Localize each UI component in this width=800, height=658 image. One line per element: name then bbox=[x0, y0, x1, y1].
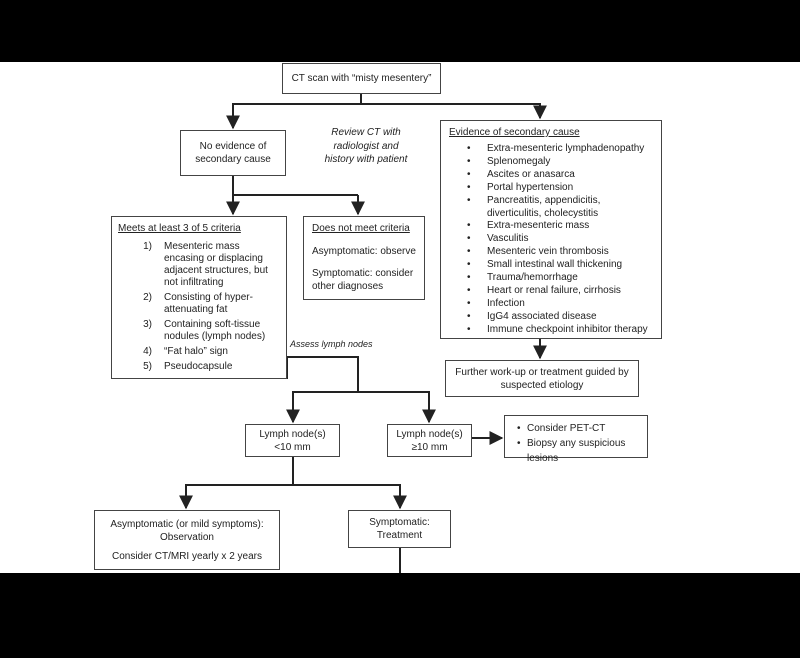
list-item: Portal hypertension bbox=[467, 182, 655, 195]
criteria-box: Meets at least 3 of 5 criteria 1)Mesente… bbox=[111, 216, 287, 379]
not-meet-title: Does not meet criteria bbox=[312, 223, 410, 234]
connector-noevidence-split bbox=[232, 176, 358, 196]
connector-lines bbox=[179, 94, 547, 573]
further-workup-box: Further work-up or treatment guided by s… bbox=[445, 360, 639, 397]
list-item: Splenomegaly bbox=[467, 156, 655, 169]
pet-ct-list: Consider PET-CT Biopsy any suspicious le… bbox=[511, 421, 641, 466]
further-workup-label: Further work-up or treatment guided by s… bbox=[455, 366, 629, 391]
connector-ct-split bbox=[232, 94, 362, 128]
not-meet-symptomatic: Symptomatic: consider other diagnoses bbox=[312, 268, 414, 292]
list-item: Ascites or anasarca bbox=[467, 169, 655, 182]
list-item: 2)Consisting of hyper-attenuating fat bbox=[143, 292, 253, 315]
evidence-title: Evidence of secondary cause bbox=[449, 127, 580, 138]
list-item: Small intestinal wall thickening bbox=[467, 259, 655, 272]
asymptomatic-box: Asymptomatic (or mild symptoms): Observa… bbox=[94, 510, 280, 570]
list-item: Biopsy any suspicious lesions bbox=[517, 436, 641, 466]
flowchart-canvas: CT scan with “misty mesentery” No eviden… bbox=[0, 62, 800, 573]
list-item: 5)Pseudocapsule bbox=[143, 361, 233, 372]
list-item: 4)“Fat halo” sign bbox=[143, 346, 228, 357]
list-item: Mesenteric vein thrombosis bbox=[467, 246, 655, 259]
list-item: Pancreatitis, appendicitis, diverticulit… bbox=[467, 195, 655, 221]
connector-small-split bbox=[179, 457, 294, 510]
criteria-list: 1)Mesenteric mass encasing or displacing… bbox=[118, 241, 280, 373]
no-evidence-box: No evidence of secondary cause bbox=[180, 130, 286, 176]
list-item: 1)Mesenteric mass encasing or displacing… bbox=[143, 241, 268, 288]
list-item: Extra-mesenteric lymphadenopathy bbox=[467, 143, 655, 156]
connector-criteria-assess bbox=[286, 356, 359, 424]
evidence-list: Extra-mesenteric lymphadenopathy Splenom… bbox=[449, 143, 655, 337]
list-item: Trauma/hemorrhage bbox=[467, 272, 655, 285]
connector-ct-evidence bbox=[361, 103, 547, 120]
ct-scan-box: CT scan with “misty mesentery” bbox=[282, 63, 441, 94]
pet-ct-box: Consider PET-CT Biopsy any suspicious le… bbox=[504, 415, 648, 464]
assess-lymph-nodes-note: Assess lymph nodes bbox=[290, 339, 373, 349]
connector-small-symptomatic bbox=[293, 484, 407, 510]
list-item: Immune checkpoint inhibitor therapy bbox=[467, 324, 655, 337]
criteria-title: Meets at least 3 of 5 criteria bbox=[118, 223, 241, 234]
lymph-node-small-box: Lymph node(s) <10 mm bbox=[245, 424, 340, 457]
ct-scan-label: CT scan with “misty mesentery” bbox=[291, 73, 432, 84]
not-meet-asymptomatic: Asymptomatic: observe bbox=[312, 246, 416, 257]
symptomatic-box: Symptomatic: Treatment bbox=[348, 510, 451, 548]
list-item: Vasculitis bbox=[467, 233, 655, 246]
not-meet-box: Does not meet criteria Asymptomatic: obs… bbox=[303, 216, 425, 300]
list-item: Consider PET-CT bbox=[517, 421, 641, 436]
connector-assess-large bbox=[358, 391, 436, 424]
no-evidence-label: No evidence of secondary cause bbox=[195, 141, 271, 165]
list-item: Infection bbox=[467, 298, 655, 311]
list-item: IgG4 associated disease bbox=[467, 311, 655, 324]
list-item: Heart or renal failure, cirrhosis bbox=[467, 285, 655, 298]
list-item: 3)Containing soft-tissue nodules (lymph … bbox=[143, 319, 266, 342]
lymph-node-large-box: Lymph node(s) ≥10 mm bbox=[387, 424, 472, 457]
review-ct-note: Review CT with radiologist and history w… bbox=[324, 127, 408, 165]
list-item: Extra-mesenteric mass bbox=[467, 220, 655, 233]
evidence-box: Evidence of secondary cause Extra-mesent… bbox=[440, 120, 662, 339]
